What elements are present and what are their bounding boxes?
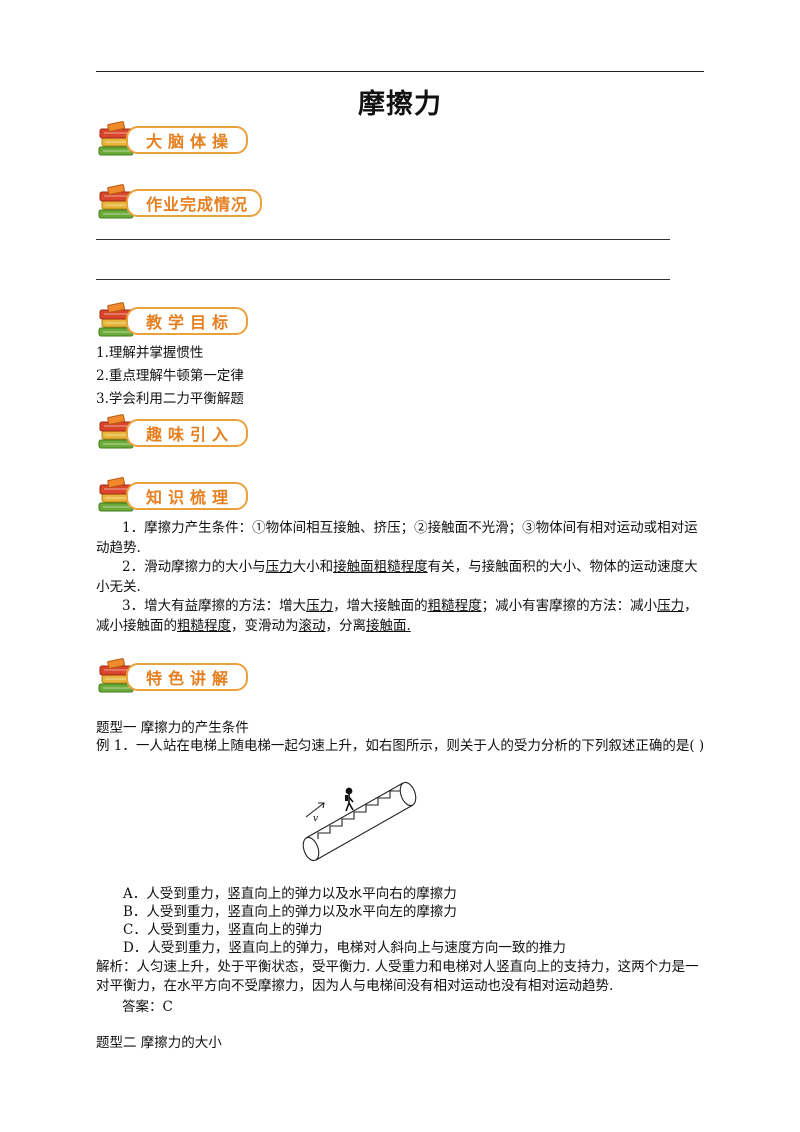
top-rule — [96, 71, 704, 72]
velocity-label: v — [313, 814, 318, 824]
knowledge-point-2: 2．滑动摩擦力的大小与压力大小和接触面粗糙程度有关，与接触面积的大小、物体的运动… — [96, 559, 698, 595]
section-title: 作业完成情况 — [146, 195, 249, 214]
option-d: D．人受到重力，竖直向上的弹力，电梯对人斜向上与速度方向一致的推力 — [123, 940, 566, 956]
answer-line — [96, 279, 670, 280]
analysis: 解析：人匀速上升，处于平衡状态，受平衡力. 人受重力和电梯对人竖直向上的支持力，… — [96, 959, 699, 994]
answer: 答案：C — [122, 999, 173, 1015]
answer-line — [96, 239, 670, 240]
section-title: 趣味引入 — [146, 425, 235, 444]
escalator-figure: v — [302, 781, 417, 862]
question-type-2: 题型二 摩擦力的大小 — [96, 1035, 222, 1051]
books-icon — [98, 477, 135, 512]
section-title: 特色讲解 — [146, 669, 235, 688]
knowledge-point-1: 1．摩擦力产生条件：①物体间相互接触、挤压；②接触面不光滑；③物体间有相对运动或… — [96, 520, 698, 556]
section-title: 教学目标 — [146, 313, 235, 332]
option-c: C．人受到重力，竖直向上的弹力 — [123, 922, 323, 938]
person-icon — [345, 787, 354, 812]
option-a: A．人受到重力，竖直向上的弹力以及水平向右的摩擦力 — [123, 886, 457, 902]
knowledge-point-3: 3．增大有益摩擦的方法：增大压力，增大接触面的粗糙程度；减小有害摩擦的方法：减小… — [96, 598, 698, 634]
section-title: 大脑体操 — [146, 132, 235, 151]
page-title: 摩擦力 — [358, 89, 442, 120]
goal-item: 1.理解并掌握惯性 — [96, 345, 204, 361]
example-1: 例 1．一人站在电梯上随电梯一起匀速上升，如右图所示，则关于人的受力分析的下列叙… — [96, 738, 705, 754]
goal-item: 3.学会利用二力平衡解题 — [96, 391, 244, 407]
goal-item: 2.重点理解牛顿第一定律 — [96, 368, 244, 384]
section-title: 知识梳理 — [146, 488, 235, 507]
question-type-1: 题型一 摩擦力的产生条件 — [96, 720, 249, 736]
option-b: B．人受到重力，竖直向上的弹力以及水平向左的摩擦力 — [123, 904, 457, 920]
